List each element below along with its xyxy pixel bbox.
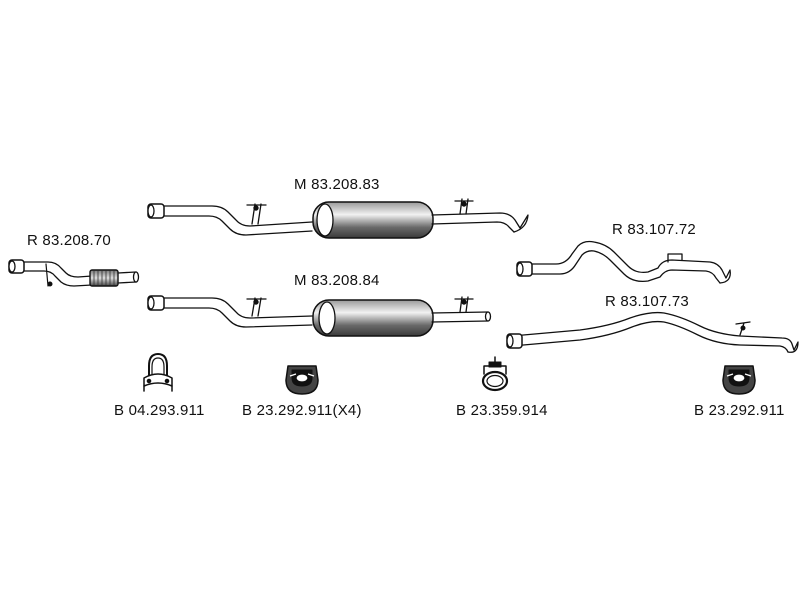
rubber-mount-23-292-911-x4[interactable] (285, 365, 319, 395)
rubber-mount-23-292-911[interactable] (722, 365, 756, 395)
label-r-83-208-70: R 83.208.70 (27, 232, 111, 249)
band-clamp-23-359-914[interactable] (481, 356, 509, 392)
label-m-83-208-83: M 83.208.83 (294, 176, 380, 193)
label-r-83-107-72: R 83.107.72 (612, 221, 696, 238)
middle-silencer-83-208-83[interactable] (147, 198, 529, 239)
label-r-83-107-73: R 83.107.73 (605, 293, 689, 310)
label-b-23-292-911-x4: B 23.292.911(X4) (242, 402, 362, 419)
rear-pipe-83-107-72[interactable] (516, 240, 731, 284)
rear-pipe-83-107-73[interactable] (506, 311, 799, 353)
label-b-23-359-914: B 23.359.914 (456, 402, 548, 419)
u-clamp-04-293-911[interactable] (143, 353, 173, 392)
label-b-23-292-911: B 23.292.911 (694, 402, 785, 419)
middle-silencer-83-208-84[interactable] (147, 295, 492, 337)
label-m-83-208-84: M 83.208.84 (294, 272, 380, 289)
front-pipe-83-208-70[interactable] (8, 259, 140, 287)
label-b-04-293-911: B 04.293.911 (114, 402, 205, 419)
